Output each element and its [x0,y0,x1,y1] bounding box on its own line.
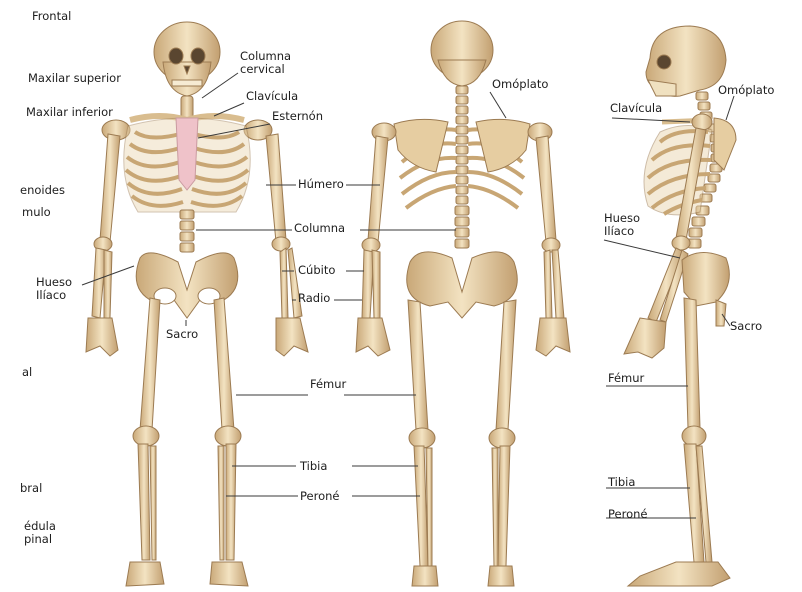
label-tibia-center: Tibia [300,460,327,473]
leader-line-sacro-side [722,314,730,326]
leader-line-omoplato-back [490,92,506,118]
leader-line-hueso-iliaco-front [82,266,134,285]
label-perone-side: Peroné [608,508,647,521]
label-maxilar-superior: Maxilar superior [28,72,121,85]
label-al: al [22,366,32,379]
label-clavicula-side: Clavícula [610,102,662,115]
label-cubito: Cúbito [298,264,335,277]
label-frontal: Frontal [32,10,71,23]
leader-line-clavicula-side [612,118,690,122]
label-medula-espinal: édula pinal [24,520,74,546]
label-humero: Húmero [298,178,344,191]
label-omoplato-side: Omóplato [718,84,774,97]
label-sacro-side: Sacro [730,320,762,333]
leader-line-omoplato-side [726,96,734,120]
label-tibia-side: Tibia [608,476,635,489]
label-femur-side: Fémur [608,372,644,385]
leader-line-columna-cervical [202,73,238,98]
label-sacro-front: Sacro [166,328,198,341]
label-columna-cervical: Columna cervical [240,50,312,76]
label-radio: Radio [298,292,330,305]
label-maxilar-inferior: Maxilar inferior [26,106,113,119]
label-esfenoides: enoides [20,184,65,197]
label-bral: bral [20,482,42,495]
leader-line-clavicula-front [214,103,244,116]
label-hueso-iliaco-side: Hueso Ilíaco [604,212,654,238]
label-omulo: mulo [22,206,51,219]
label-femur-center: Fémur [310,378,346,391]
leader-line-hueso-iliaco-side [604,240,680,258]
label-esternon: Esternón [272,110,323,123]
label-perone-center: Peroné [300,490,339,503]
label-columna: Columna [294,222,345,235]
label-clavicula-front: Clavícula [246,90,298,103]
label-hueso-iliaco-front: Hueso Ilíaco [36,276,84,302]
leader-line-esternon [198,124,270,138]
label-omoplato-back: Omóplato [492,78,548,91]
